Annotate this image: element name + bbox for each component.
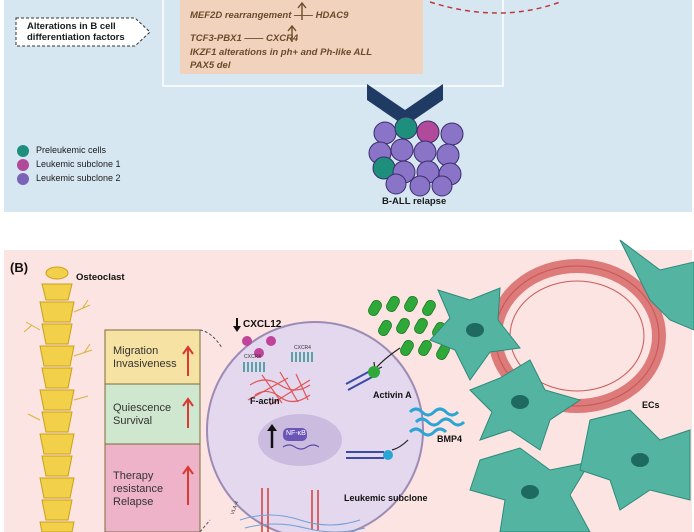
- osteoclast-column: [39, 266, 75, 532]
- cxcr4-right-label: CXCR4: [294, 345, 311, 351]
- dashed-connector-bottom: [199, 519, 211, 532]
- leukemic-subclone-label: Leukemic subclone: [344, 493, 428, 503]
- f-actin-network: [247, 371, 311, 406]
- connector-dash: ——: [291, 10, 316, 21]
- cxcl12-down-arrow-head: [233, 326, 241, 332]
- bmp4-arrow: [391, 439, 409, 451]
- f-actin-label: F-actin: [250, 396, 280, 406]
- connector-dash: ——: [241, 33, 267, 44]
- osteoclast-label: Osteoclast: [76, 272, 125, 283]
- legend-label-preleukemic: Preleukemic cells: [36, 145, 107, 155]
- phenotype-text-quiescence: Quiescence Survival: [113, 402, 171, 428]
- phenotype-line: Invasiveness: [113, 358, 177, 370]
- phenotype-line: Relapse: [113, 496, 154, 508]
- nfkb-label: NF-κB: [286, 430, 306, 437]
- bmp4-label: BMP4: [437, 434, 463, 444]
- panel-b-label: (B): [10, 260, 29, 275]
- phenotype-line: resistance: [113, 483, 164, 495]
- pax5-text: PAX5 del: [190, 60, 231, 71]
- dashed-arc: [429, 1, 561, 14]
- up-arrow-head-hdac9: [297, 1, 307, 9]
- alterations-outer-box: [162, 0, 504, 87]
- phenotype-text-migration: Migration Invasiveness: [113, 345, 177, 371]
- relapse-label: B-ALL relapse: [382, 196, 447, 207]
- nfkb-up-arrow-head: [267, 424, 277, 431]
- cxcr4-receptor-left: [243, 362, 265, 372]
- cxcl12-ligand: [254, 348, 264, 358]
- cxcl12-ligand: [242, 336, 252, 346]
- tcf3-line: TCF3-PBX1 —— CXCR4: [190, 33, 298, 44]
- hdac9-text: HDAC9: [315, 10, 349, 21]
- activin-arrow: [375, 347, 401, 369]
- phenotype-line: Therapy: [113, 470, 154, 482]
- phenotype-up-arrows: [182, 345, 194, 505]
- phenotype-line: Quiescence: [113, 402, 172, 414]
- mef2d-line: MEF2D rearrangement —— HDAC9: [190, 10, 348, 21]
- legend-label-subclone-2: Leukemic subclone 2: [36, 173, 121, 183]
- bmp4-receptor: [346, 450, 393, 460]
- phenotype-line: Survival: [113, 415, 153, 427]
- callout-shape: [15, 17, 151, 47]
- legend-dot-subclone-1: [17, 159, 29, 171]
- dna-strand: [282, 444, 320, 450]
- legend-label-subclone-1: Leukemic subclone 1: [36, 159, 121, 169]
- phenotype-text-therapy: Therapy resistance Relapse: [113, 470, 163, 509]
- relapse-cell-cluster: [368, 116, 464, 197]
- phenotype-box-therapy: [104, 443, 201, 532]
- ecs-label: ECs: [642, 400, 660, 410]
- up-arrow-head-cxcr4: [287, 24, 297, 32]
- cxcl12-ligand: [266, 336, 276, 346]
- phenotype-box-quiescence: [104, 383, 201, 445]
- activin-receptor: [345, 366, 380, 391]
- ikzf1-text: IKZF1 alterations in ph+ and Ph-like ALL: [190, 47, 373, 58]
- vla4-ligand-lines: [239, 514, 366, 532]
- bmp4-molecules: [408, 407, 466, 437]
- stromal-nuclei: [466, 323, 649, 499]
- tcf3-text: TCF3-PBX1: [190, 33, 242, 44]
- activin-label: Activin A: [373, 390, 412, 400]
- legend-dot-preleukemic: [17, 145, 29, 157]
- dashed-connector-top: [199, 329, 223, 349]
- osteoclast-processes: [23, 299, 93, 421]
- callout-line-2: differentiation factors: [27, 32, 125, 43]
- cxcr4-text: CXCR4: [266, 33, 299, 44]
- phenotype-box-migration: [104, 329, 201, 385]
- phenotype-line: Migration: [113, 345, 159, 357]
- callout-line-1: Alterations in B cell: [27, 21, 116, 32]
- nfkb-box: [283, 428, 307, 441]
- cxcr4-receptor-right: [291, 352, 313, 362]
- cxcl12-label: CXCL12: [243, 319, 282, 330]
- cxcr4-left-label: CXCR4: [244, 354, 261, 360]
- mef2d-text: MEF2D rearrangement: [190, 10, 292, 21]
- callout-text: Alterations in B cell differentiation fa…: [27, 21, 125, 43]
- legend-dot-subclone-2: [17, 173, 29, 185]
